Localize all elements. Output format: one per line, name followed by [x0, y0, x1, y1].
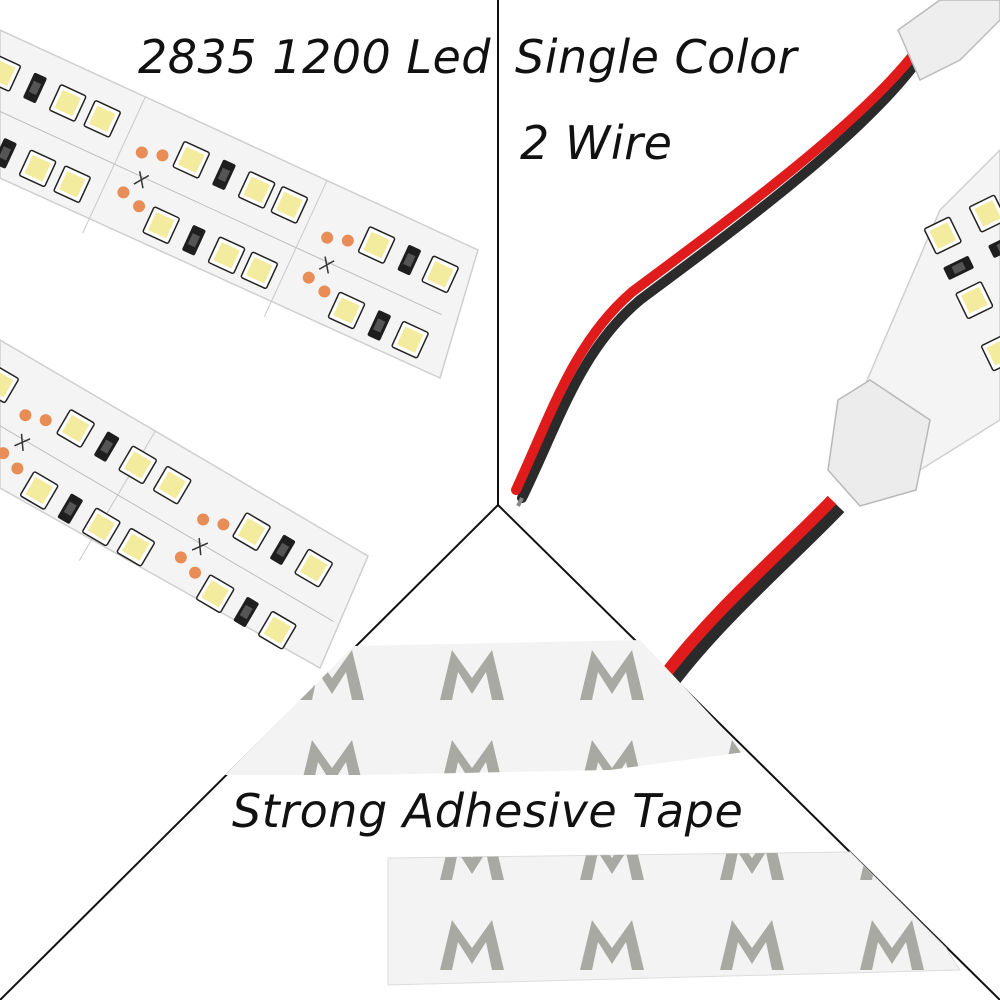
- adhesive-tape-caption: Strong Adhesive Tape: [232, 784, 744, 838]
- led-count-caption: 2835 1200 Led: [138, 30, 492, 84]
- led-strip-bottom: [0, 339, 369, 670]
- adhesive-tape-lower: [387, 851, 961, 986]
- end-cap-top: [897, 0, 1000, 82]
- wire-count-caption: 2 Wire: [520, 116, 673, 170]
- connector-wire: [511, 49, 923, 688]
- led-strip-top: [0, 29, 479, 380]
- led-strip-vertical: [827, 148, 1000, 507]
- adhesive-tape-upper: [225, 640, 745, 775]
- panel-divider-right: [497, 504, 1000, 1000]
- color-type-caption: Single Color: [515, 30, 798, 84]
